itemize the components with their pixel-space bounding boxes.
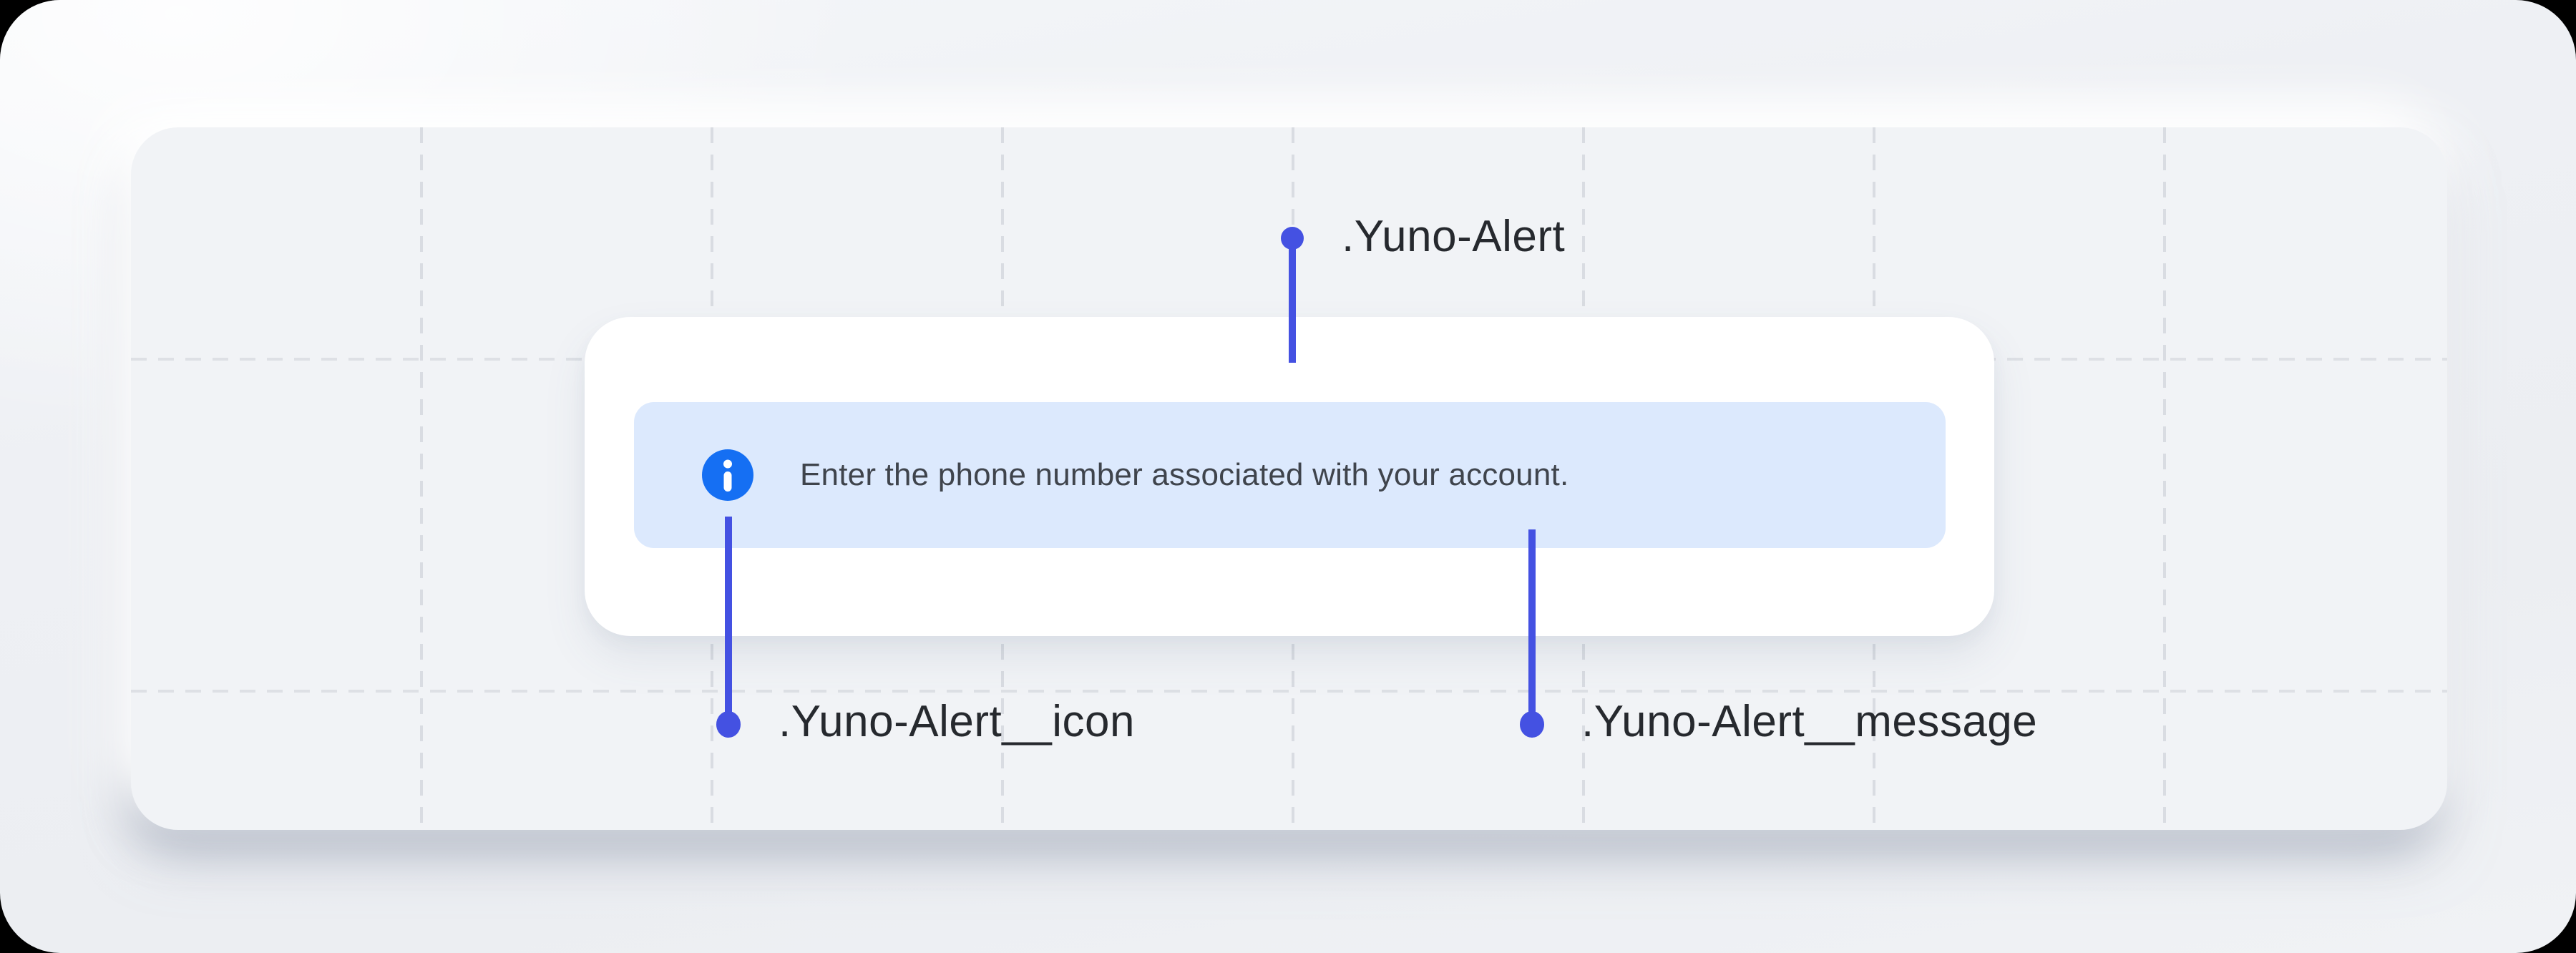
grid-vline xyxy=(2163,127,2166,830)
grid-hline xyxy=(131,690,2447,693)
annotation-dot-alert xyxy=(1281,227,1304,250)
alert-card: Enter the phone number associated with y… xyxy=(585,317,1994,636)
annotation-dot-icon xyxy=(716,711,741,738)
annotation-line-message xyxy=(1528,529,1536,714)
annotation-line-alert xyxy=(1289,247,1296,363)
annotation-dot-message xyxy=(1520,711,1544,738)
grid-vline xyxy=(420,127,423,830)
annotation-line-icon xyxy=(725,517,732,714)
info-icon xyxy=(702,449,753,501)
annotation-label-alert: .Yuno-Alert xyxy=(1342,212,1566,261)
yuno-alert: Enter the phone number associated with y… xyxy=(634,402,1946,548)
alert-message: Enter the phone number associated with y… xyxy=(800,457,1569,492)
annotation-label-message: .Yuno-Alert__message xyxy=(1581,697,2038,746)
annotation-label-icon: .Yuno-Alert__icon xyxy=(779,697,1135,746)
